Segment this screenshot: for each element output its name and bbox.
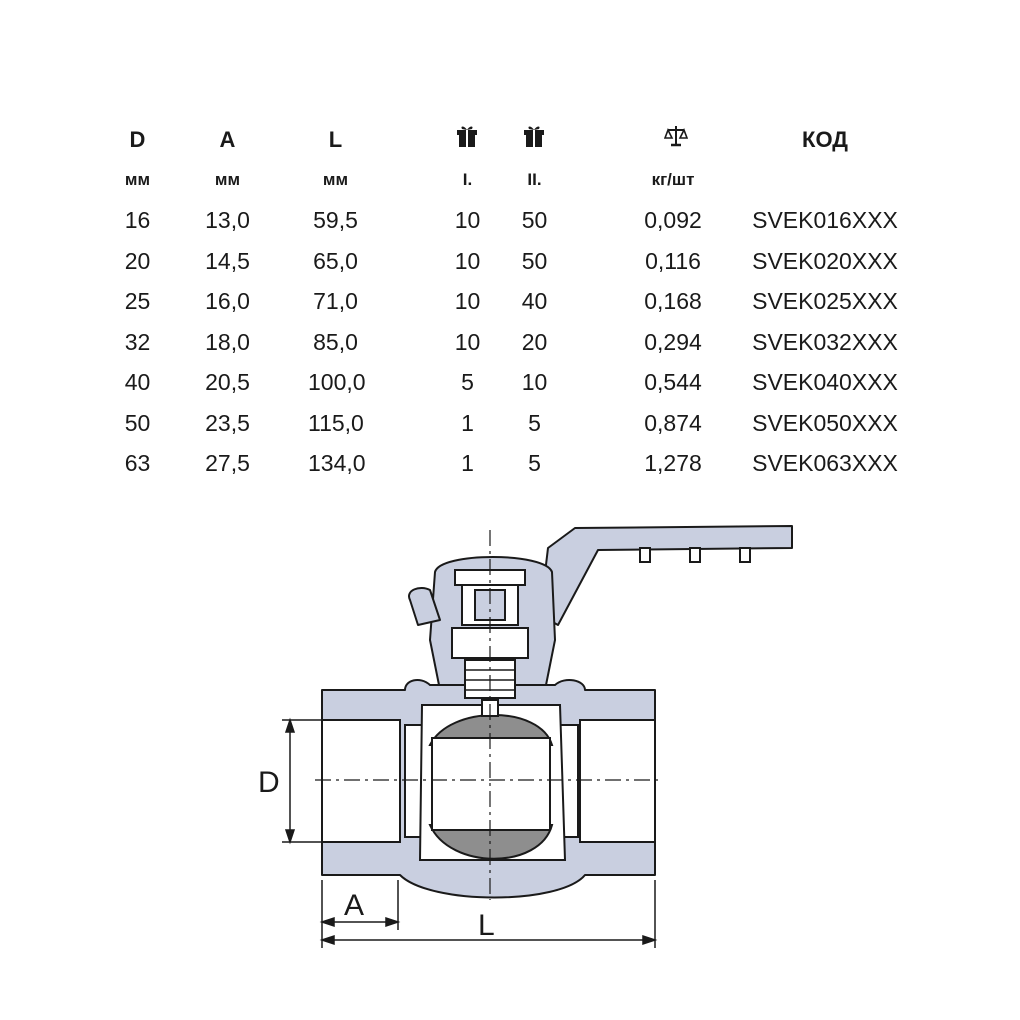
cell-a: 27,5 (205, 450, 250, 476)
unit-weight: кг/шт (651, 170, 695, 189)
center-lines (315, 530, 662, 900)
cell-d: 20 (124, 247, 151, 274)
cell-weight: 0,544 (644, 369, 702, 395)
package-icon (456, 124, 478, 150)
unit-pack-1: I. (462, 170, 473, 189)
cell-pack-2: 10 (521, 369, 548, 395)
cell-a: 16,0 (205, 288, 250, 314)
cell-pack-2: 5 (528, 409, 541, 436)
cell-code: SVEK032XXX (752, 328, 898, 355)
cell-pack-1: 10 (454, 288, 481, 314)
unit-d: мм (124, 170, 151, 189)
handle-ribs (639, 547, 751, 563)
cell-code: SVEK063XXX (752, 450, 898, 476)
unit-l: мм (322, 170, 349, 189)
ball-housing (418, 699, 567, 861)
cell-a: 18,0 (205, 328, 250, 355)
bore-openings (321, 719, 656, 843)
cell-l: 100,0 (308, 369, 366, 395)
header-l: L (328, 127, 343, 152)
cell-weight: 0,168 (644, 288, 702, 314)
cell-d: 32 (124, 328, 151, 355)
unit-a: мм (214, 170, 241, 189)
cell-l: 71,0 (313, 288, 358, 314)
header-a: A (219, 127, 236, 152)
cell-weight: 0,092 (644, 207, 702, 233)
cell-weight: 0,294 (644, 328, 702, 355)
cell-l: 59,5 (313, 207, 358, 233)
cell-pack-1: 1 (461, 450, 474, 476)
cell-d: 50 (124, 409, 151, 436)
cell-a: 14,5 (205, 247, 250, 274)
cell-l: 115,0 (308, 409, 364, 436)
cell-pack-1: 10 (454, 247, 481, 274)
cell-d: 16 (124, 207, 151, 233)
dimension-l (319, 880, 658, 948)
cell-weight: 0,874 (644, 409, 702, 436)
cell-weight: 1,278 (644, 450, 702, 476)
dimension-d (282, 717, 322, 845)
cell-code: SVEK020XXX (752, 247, 898, 274)
scale-icon (663, 124, 689, 148)
cell-pack-2: 50 (521, 247, 548, 274)
header-d: D (129, 127, 146, 152)
label-l: L (478, 909, 495, 942)
cell-code: SVEK040XXX (752, 369, 898, 395)
cell-code: SVEK050XXX (752, 409, 898, 436)
package-icon (523, 124, 545, 150)
cell-a: 23,5 (205, 409, 250, 436)
cell-a: 20,5 (205, 369, 250, 395)
cell-pack-1: 10 (454, 207, 481, 233)
cell-l: 134,0 (308, 450, 366, 476)
cell-pack-2: 50 (521, 207, 548, 233)
cell-d: 40 (124, 369, 151, 395)
cell-code: SVEK025XXX (752, 288, 898, 314)
cell-a: 13,0 (205, 207, 250, 233)
cell-pack-2: 40 (521, 288, 548, 314)
cell-code: SVEK016XXX (752, 207, 898, 233)
label-a: A (344, 889, 364, 922)
label-d: D (258, 766, 280, 799)
cell-l: 85,0 (313, 328, 358, 355)
header-code: КОД (802, 127, 848, 152)
dimension-a (319, 880, 401, 930)
cell-d: 63 (124, 450, 151, 476)
cell-d: 25 (124, 288, 151, 314)
cell-l: 65,0 (313, 247, 358, 274)
cell-pack-1: 10 (454, 328, 481, 355)
cell-pack-2: 5 (528, 450, 541, 476)
cell-pack-1: 1 (461, 409, 474, 436)
cell-pack-2: 20 (521, 328, 548, 355)
cell-pack-1: 5 (461, 369, 474, 395)
cell-weight: 0,116 (645, 247, 701, 274)
unit-pack-2: II. (527, 170, 542, 189)
